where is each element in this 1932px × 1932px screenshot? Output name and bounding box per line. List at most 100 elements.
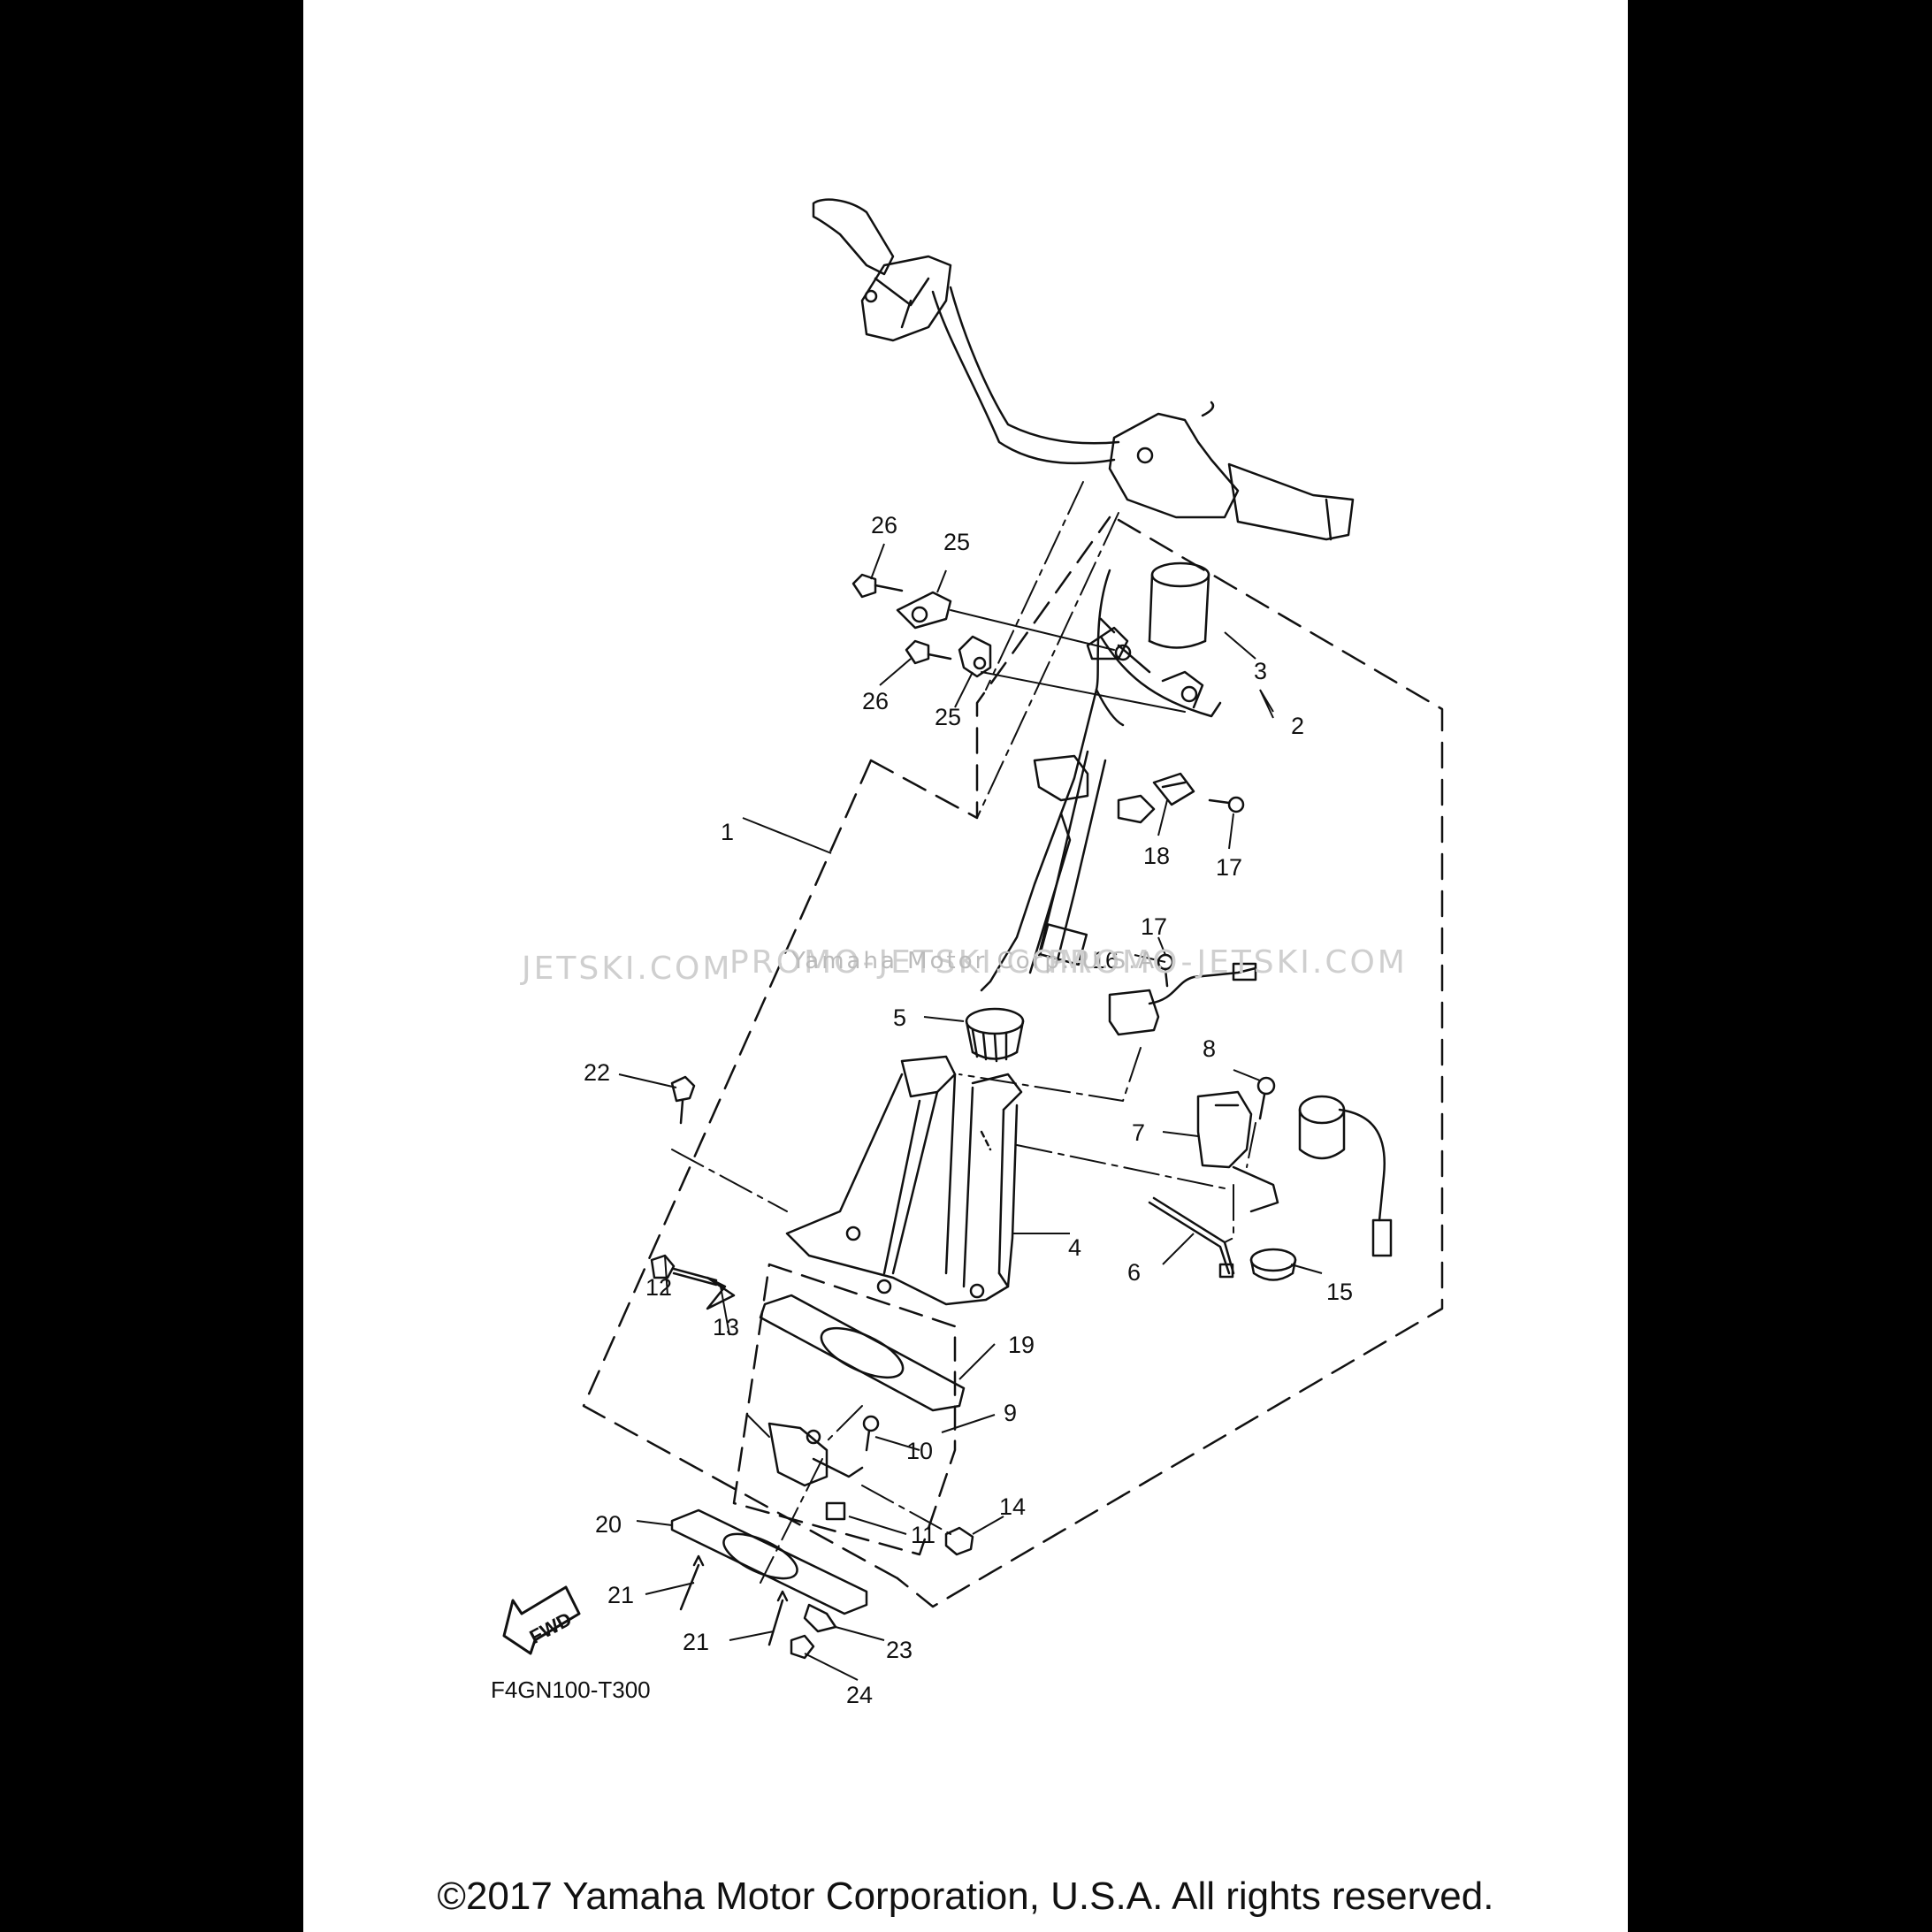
nut-11-icon <box>825 1501 846 1521</box>
callout-12: 12 <box>645 1274 672 1301</box>
steering-housing-4-icon <box>785 1055 1023 1306</box>
holder-13-icon <box>706 1276 736 1310</box>
alignment-line <box>746 1414 770 1438</box>
bolt-26-upper-icon <box>851 573 904 599</box>
leader-line <box>1224 631 1256 660</box>
leader-line <box>1228 813 1234 850</box>
callout-21-lower: 21 <box>683 1629 709 1655</box>
callout-4: 4 <box>1068 1234 1081 1261</box>
bolt-10-icon <box>862 1415 880 1452</box>
clip-23-icon <box>803 1603 837 1633</box>
steering-parts-diagram: 1 2 3 4 5 6 7 8 9 10 11 12 13 14 15 16 1… <box>491 198 1444 1708</box>
leader-line <box>972 1516 1004 1535</box>
callout-13: 13 <box>713 1314 739 1340</box>
callout-21-upper: 21 <box>607 1582 634 1608</box>
steering-column-icon <box>980 569 1222 992</box>
callout-15: 15 <box>1326 1279 1353 1305</box>
leader-line <box>804 1653 859 1681</box>
callout-14: 14 <box>999 1493 1026 1520</box>
copyright-notice: ©2017 Yamaha Motor Corporation, U.S.A. A… <box>437 1875 1494 1918</box>
bracket-7-icon <box>1196 1090 1279 1213</box>
callout-8: 8 <box>1203 1035 1216 1062</box>
switch-15-icon <box>1249 1095 1393 1281</box>
callout-20: 20 <box>595 1511 622 1538</box>
leader-line <box>941 1414 996 1433</box>
cable-tie-6-icon <box>1148 1196 1235 1279</box>
callout-1: 1 <box>721 819 734 845</box>
leader-line <box>954 671 974 708</box>
fwd-label: FWD <box>526 1607 576 1648</box>
leader-line <box>958 1343 996 1380</box>
bolt-26-lower-icon <box>905 639 952 665</box>
alignment-line <box>985 481 1084 691</box>
nut-14-icon <box>944 1526 974 1556</box>
leader-line <box>636 1520 673 1526</box>
alignment-line <box>976 512 1119 819</box>
callout-5: 5 <box>893 1004 906 1031</box>
callout-23: 23 <box>886 1637 913 1663</box>
leader-line <box>1259 689 1274 719</box>
leader-line <box>1233 1069 1261 1081</box>
callout-26-upper: 26 <box>871 512 897 538</box>
leader-line <box>936 569 947 593</box>
clip-18-icon <box>1152 772 1195 806</box>
alignment-line <box>1224 1184 1234 1243</box>
leader-line <box>1157 936 1166 956</box>
assembly-boundary-outer <box>582 759 899 1580</box>
leader-line <box>1290 1264 1323 1274</box>
leader-line <box>870 543 885 580</box>
callout-6: 6 <box>1127 1259 1141 1286</box>
callout-9: 9 <box>1004 1400 1017 1426</box>
callout-18: 18 <box>1143 843 1170 869</box>
leader-line <box>1157 799 1168 836</box>
leader-line <box>848 1516 907 1535</box>
callout-7: 7 <box>1132 1119 1145 1146</box>
bearing-5-icon <box>965 1007 1025 1063</box>
callout-24: 24 <box>846 1682 873 1708</box>
watermark-yamaha-note: Yamaha Motor Corp. U.S.A. <box>790 948 1166 974</box>
rivet-21-upper-icon <box>679 1554 705 1611</box>
screw-8-icon <box>1256 1076 1276 1120</box>
callout-17-upper: 17 <box>1141 913 1167 940</box>
reference-code: F4GN100-T300 <box>491 1676 651 1703</box>
alignment-line <box>958 1047 1142 1102</box>
callout-10: 10 <box>906 1438 933 1464</box>
callout-11: 11 <box>911 1522 935 1548</box>
diagram-sheet: 1 2 3 4 5 6 7 8 9 10 11 12 13 14 15 16 1… <box>303 0 1628 1932</box>
alignment-line <box>861 1485 951 1535</box>
watermark-promo-jetski-left: PROMO-JETSKI.COM <box>729 944 1089 981</box>
alignment-line <box>1016 1144 1230 1190</box>
callout-3: 3 <box>1254 658 1267 684</box>
leader-line <box>950 609 1115 651</box>
rivet-21-lower-icon <box>767 1590 789 1646</box>
leader-line <box>1134 954 1166 963</box>
leader-line <box>923 1016 965 1022</box>
alignment-line <box>671 1149 788 1212</box>
leader-line <box>729 1630 775 1641</box>
leader-line <box>720 1286 730 1336</box>
leader-line <box>981 671 1186 713</box>
assembly-boundary-1 <box>869 515 1111 820</box>
screw-24-icon <box>790 1634 815 1660</box>
callout-2: 2 <box>1291 713 1304 739</box>
leader-line <box>1162 1131 1199 1137</box>
handlebar-icon <box>812 198 1355 541</box>
alignment-line <box>826 1405 863 1442</box>
callout-22: 22 <box>584 1059 610 1086</box>
callout-17-lower: 17 <box>1216 854 1242 881</box>
watermark-promo-jetski-right: PROMO-JETSKI.COM <box>1048 944 1408 981</box>
clamp-25-lower-icon <box>958 635 992 678</box>
fwd-arrow-icon <box>502 1585 581 1655</box>
assembly-boundary-2 <box>896 518 1444 1608</box>
cable-holder-9-icon <box>767 1422 864 1487</box>
watermark-jetski: JETSKI.COM <box>520 951 732 987</box>
collar-icon <box>1148 561 1210 649</box>
leader-line <box>874 1436 920 1451</box>
leader-line <box>835 1626 885 1641</box>
leader-line <box>742 817 832 854</box>
leader-line <box>645 1582 695 1595</box>
leader-line <box>879 658 912 686</box>
callout-16: 16 <box>1092 947 1119 974</box>
assembly-boundary-9 <box>732 1263 957 1556</box>
screw-17-upper-icon <box>1208 796 1245 813</box>
